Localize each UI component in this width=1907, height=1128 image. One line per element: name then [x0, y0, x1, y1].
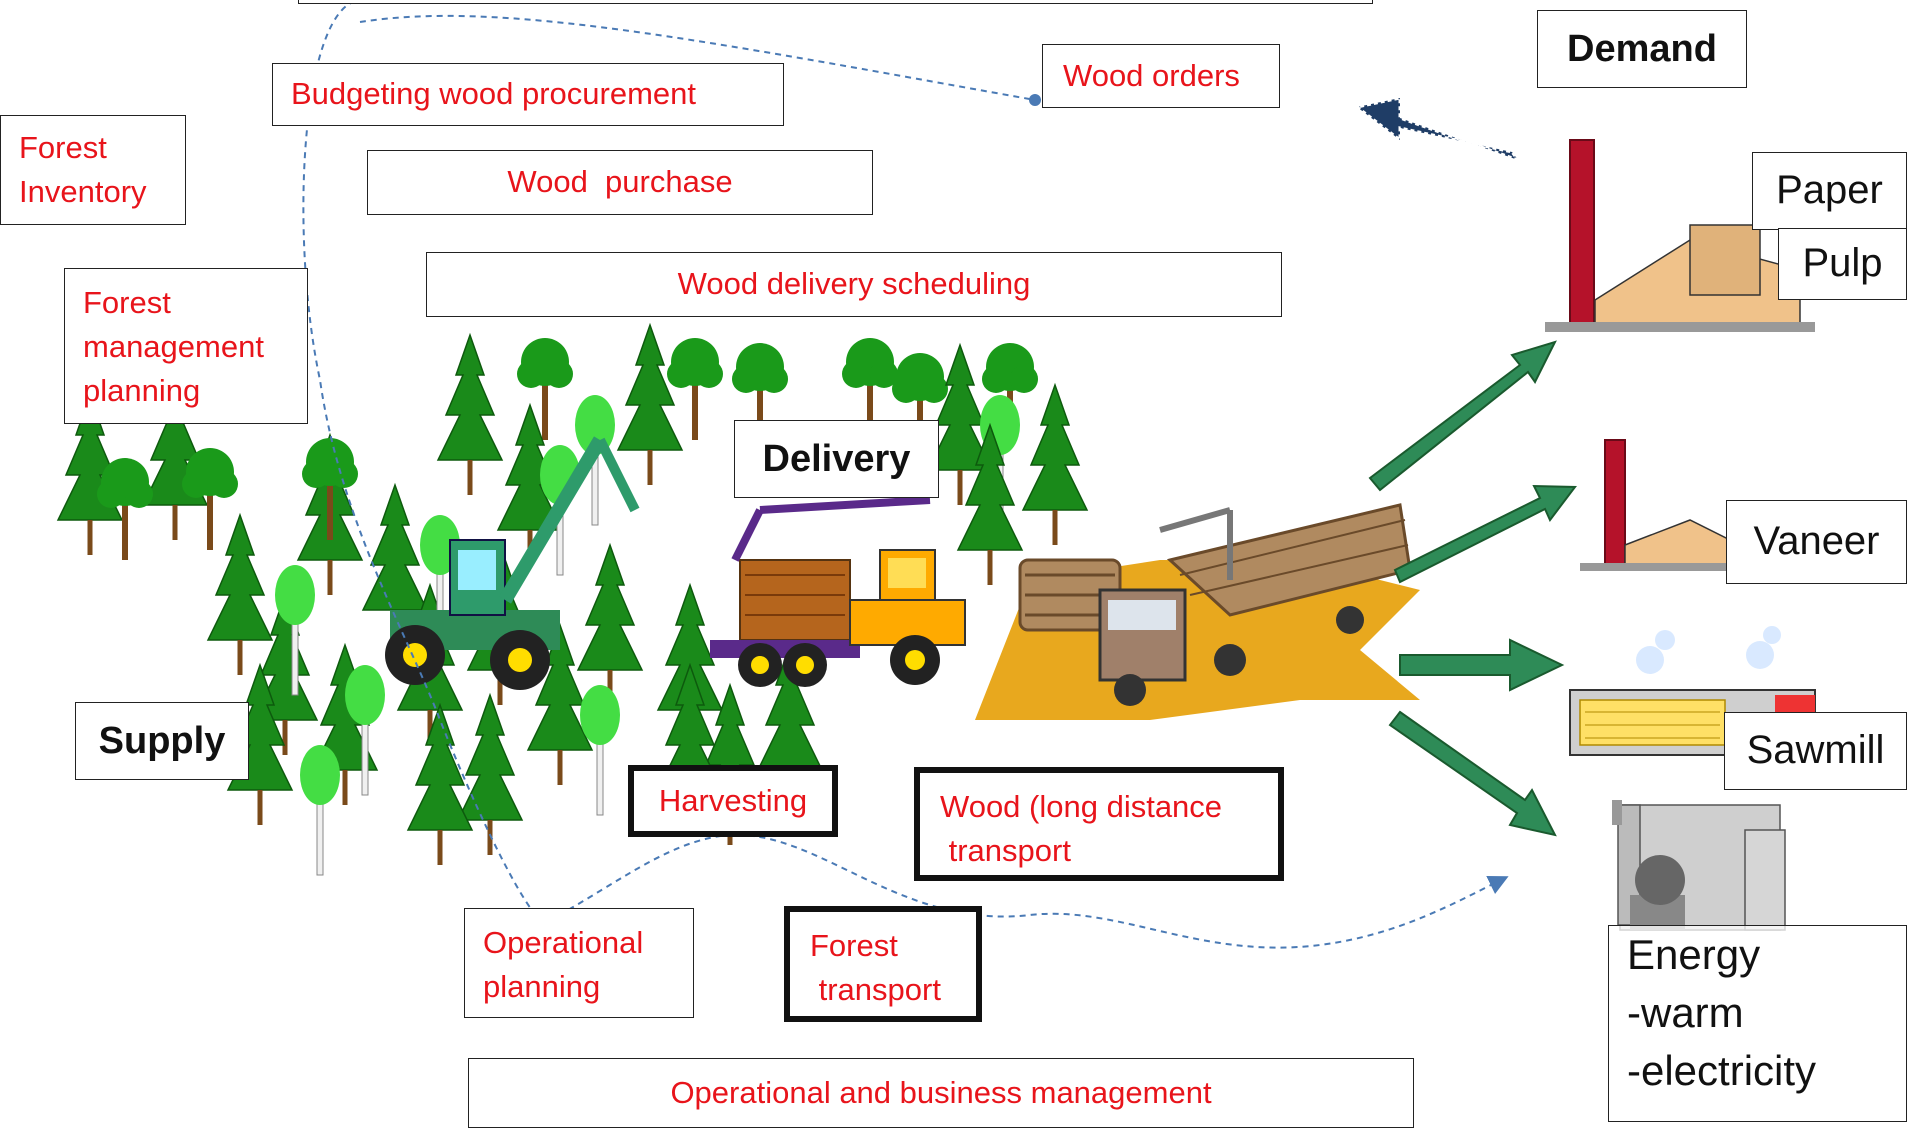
demand-label: Demand — [1567, 28, 1717, 70]
delivery-box: Delivery — [734, 420, 939, 498]
operational-planning-line1: Operational — [483, 925, 644, 960]
forest-inventory-line1: Forest — [19, 130, 107, 165]
pulp-box: Pulp — [1778, 228, 1907, 300]
wood-orders-label: Wood orders — [1063, 58, 1240, 93]
demand-arrow — [1353, 96, 1523, 164]
business-mgmt-label: Operational and business management — [670, 1075, 1212, 1110]
paper-box: Paper — [1752, 152, 1907, 230]
orders-dot — [1029, 94, 1041, 106]
vaneer-box: Vaneer — [1726, 500, 1907, 584]
energy-box: Energy -warm -electricity — [1608, 925, 1907, 1122]
budgeting-label: Budgeting wood procurement — [291, 76, 696, 111]
forest-transport-box: Forest transport — [784, 906, 982, 1022]
harvester-machine — [385, 436, 640, 690]
demand-box: Demand — [1537, 10, 1747, 88]
supply-label: Supply — [98, 720, 226, 762]
forwarder-machine — [710, 496, 966, 687]
green-arrow-energy — [1388, 710, 1557, 837]
forest-mgmt-box: Forest management planning — [64, 268, 308, 424]
delivery-label: Delivery — [762, 438, 911, 480]
green-arrow-vaneer — [1393, 484, 1577, 584]
forest-inventory-box: Forest Inventory — [0, 115, 186, 225]
delivery-scheduling-label: Wood delivery scheduling — [677, 266, 1031, 301]
long-distance-line2: transport — [940, 833, 1071, 868]
green-arrow-paper — [1368, 340, 1557, 492]
orders-dashed-line — [359, 14, 1036, 101]
energy-line1: Energy — [1627, 931, 1761, 978]
long-distance-box: Wood (long distance transport — [914, 767, 1284, 881]
long-distance-line1: Wood (long distance — [940, 789, 1223, 824]
top-banner-box — [298, 0, 1373, 4]
delivery-scheduling-box: Wood delivery scheduling — [426, 252, 1282, 317]
log-truck-scene — [975, 503, 1420, 720]
forest-mgmt-line1: Forest — [83, 285, 171, 320]
pulp-label: Pulp — [1802, 241, 1883, 285]
energy-plant-icon — [1612, 800, 1786, 931]
harvesting-box: Harvesting — [628, 765, 838, 837]
wood-purchase-box: Wood purchase — [367, 150, 873, 215]
sawmill-box: Sawmill — [1724, 712, 1907, 790]
paper-label: Paper — [1776, 168, 1883, 212]
forest-transport-line2: transport — [810, 972, 941, 1007]
energy-line3: -electricity — [1627, 1047, 1817, 1094]
forest-transport-line1: Forest — [810, 928, 898, 963]
vaneer-mill-icon — [1580, 439, 1731, 571]
forest-mgmt-line2: management — [83, 329, 264, 364]
vaneer-label: Vaneer — [1753, 519, 1880, 563]
wood-purchase-label: Wood purchase — [507, 164, 733, 199]
green-arrow-sawmill — [1399, 638, 1565, 692]
operational-planning-box: Operational planning — [464, 908, 694, 1018]
forest-inventory-line2: Inventory — [19, 174, 147, 209]
budgeting-box: Budgeting wood procurement — [272, 63, 784, 126]
operations-dashed-line — [509, 833, 1509, 949]
operational-planning-line2: planning — [483, 969, 601, 1004]
supply-box: Supply — [75, 702, 249, 780]
energy-line2: -warm — [1627, 989, 1744, 1036]
sawmill-label: Sawmill — [1746, 728, 1885, 772]
business-mgmt-box: Operational and business management — [468, 1058, 1414, 1128]
forest-mgmt-line3: planning — [83, 373, 201, 408]
harvesting-label: Harvesting — [658, 783, 808, 818]
wood-orders-box: Wood orders — [1042, 44, 1280, 108]
